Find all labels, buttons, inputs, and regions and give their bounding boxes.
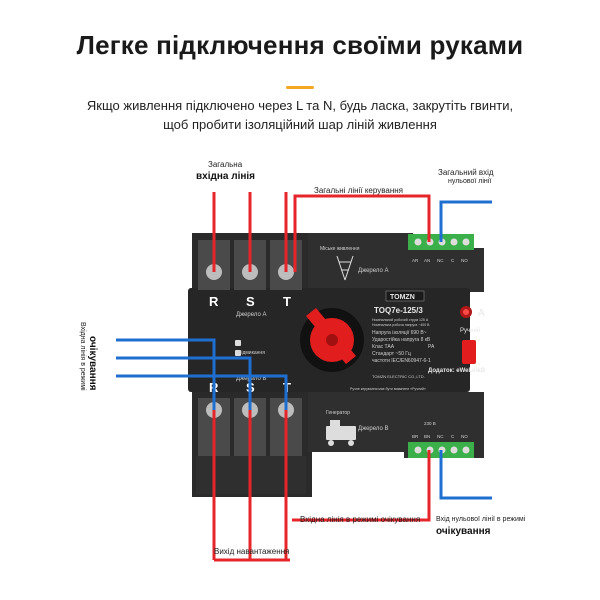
source-a-label: Джерело A <box>236 312 266 318</box>
wire-standby-input <box>292 450 431 522</box>
device-lower-mid <box>308 392 413 452</box>
spec-line: Ударостійка напруга 8 кВ <box>372 336 431 343</box>
dodatok-label: Додаток: eWeLinkB <box>428 368 486 374</box>
source-b-side-label: Джерело B <box>358 426 388 432</box>
spec-line: Номінальний робочий струм 125 A <box>372 318 429 322</box>
tower-icon <box>336 255 354 281</box>
terminal-label: BR <box>412 434 419 439</box>
label-main-input-big: вхідна лінія <box>196 171 255 182</box>
label-neutral-in-big: Загальний вхід <box>438 168 494 177</box>
spec-line: Стандарт ~50 Гц <box>372 351 411 357</box>
terminal-label: AN <box>424 258 430 263</box>
label-main-input-small: Загальна <box>208 160 243 169</box>
phase-label: R <box>209 294 219 309</box>
label-standby-neutral-small: Вхід нульової лінії в режимі <box>436 516 526 523</box>
spec-line: Напруга ізоляції 690 В~ <box>372 330 427 336</box>
label-load-out: Вихід навантаження <box>214 547 290 556</box>
phase-label: T <box>283 294 291 309</box>
terminal-label: C <box>451 434 455 439</box>
spec-line: Клас ТАА <box>372 344 395 350</box>
wire-control-line <box>293 194 431 272</box>
terminal-label: NC <box>437 434 444 439</box>
wire-standby-s <box>116 356 252 410</box>
indicator-a-label: A <box>478 308 485 319</box>
wire-neutral-main <box>439 200 492 242</box>
source-a-side-label: Джерело A <box>358 268 388 274</box>
label-control-lines: Загальні лінії керування <box>314 186 403 195</box>
model-label: TOQ7e-125/3 <box>374 306 423 315</box>
generator-icon <box>326 420 356 446</box>
spec-line: частоти IEC/EN60947-6-1 <box>372 358 431 364</box>
subtitle-line-2: щоб пробити ізоляційний шар ліній живлен… <box>163 117 437 132</box>
device-upper-mid <box>308 233 413 291</box>
label-standby-left-big: очікування <box>87 336 98 391</box>
terminal-label: C <box>451 258 455 263</box>
subtitle-line-1: Якщо живлення підключено через L та N, б… <box>86 98 514 113</box>
terminal-label: BN <box>424 434 430 439</box>
brand-logo: TOMZN <box>390 294 415 301</box>
blue-wires <box>116 200 492 500</box>
voltage-label: 230 В <box>424 421 436 426</box>
label-standby-neutral-big: очікування <box>436 526 491 537</box>
title-accent-bar <box>286 86 314 89</box>
label-standby-left-small: Вхідна лінія в режимі <box>79 322 86 391</box>
label-neutral-in-small: нульової лінії <box>448 178 492 185</box>
terminal-label: NO <box>461 258 468 263</box>
wire-neutral-standby <box>439 450 492 500</box>
caption-label: Ручне керування має бути вимкнене «Ручни… <box>350 387 426 391</box>
manual-label: Ручний <box>460 327 480 334</box>
generator-label: Генератор <box>326 410 350 416</box>
terminal-label: NO <box>461 434 468 439</box>
wire-standby-r <box>116 338 216 410</box>
pa-label: PA <box>428 344 435 350</box>
page-title: Легке підключення своїми руками <box>76 30 524 60</box>
power-plug-icon <box>235 340 241 356</box>
spec-line: Номінальна робоча напруга ~400 В <box>372 323 430 327</box>
label-standby-input: Вхідна лінія в режимі очікування <box>300 515 421 524</box>
rotary-handle[interactable] <box>300 308 364 372</box>
manual-switch[interactable] <box>462 340 476 364</box>
company-label: TOMZN ELECTRIC CO.,LTD. <box>372 374 425 379</box>
city-power-label: Міське живлення <box>320 246 360 252</box>
red-wires <box>212 192 431 562</box>
terminal-label: NC <box>437 258 444 263</box>
wire-standby-t <box>116 374 288 410</box>
strip-label: Відмикання <box>238 350 265 356</box>
phase-label: S <box>246 294 255 309</box>
device-upper-right <box>404 248 484 292</box>
terminal-label: AR <box>412 258 419 263</box>
